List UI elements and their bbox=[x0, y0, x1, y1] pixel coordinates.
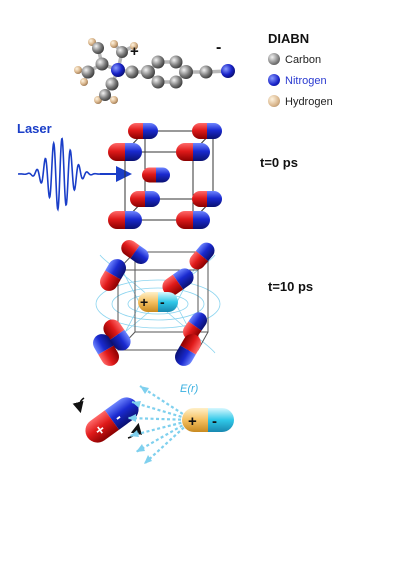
dipole-t0-7 bbox=[108, 211, 142, 229]
aligned-dipoles-t0 bbox=[108, 123, 222, 229]
probe-plus-sign: + bbox=[140, 294, 148, 310]
legend-label-hydrogen: Hydrogen bbox=[285, 96, 333, 108]
field-label: E(r) bbox=[180, 383, 199, 395]
dipole-t10-4 bbox=[103, 319, 131, 351]
probe-minus-sign-large: - bbox=[212, 413, 217, 430]
time-label-t0: t=0 ps bbox=[260, 155, 298, 170]
molecule-minus-sign: - bbox=[216, 39, 221, 56]
laser-label: Laser bbox=[17, 121, 52, 136]
dipole-t10-1 bbox=[189, 242, 215, 270]
diabn-molecule-model bbox=[74, 38, 235, 104]
dipole-t10-7 bbox=[175, 334, 201, 366]
dipole-t0-0 bbox=[128, 123, 158, 139]
probe-plus-sign-large: + bbox=[188, 413, 197, 430]
laser-pulse bbox=[17, 137, 132, 212]
dipole-t0-5 bbox=[130, 191, 160, 207]
field-arrowheads bbox=[128, 386, 152, 464]
dipole-t0-4 bbox=[142, 167, 170, 183]
molecule-title: DIABN bbox=[268, 31, 310, 46]
solvent-dipole: + - bbox=[85, 397, 139, 443]
dipole-t0-2 bbox=[108, 143, 142, 161]
molecule-plus-sign: + bbox=[130, 43, 139, 60]
field-arrows bbox=[127, 385, 193, 465]
probe-dipole: + - bbox=[182, 408, 234, 432]
dipole-t0-8 bbox=[176, 211, 210, 229]
dipole-t0-3 bbox=[176, 143, 210, 161]
dipole-t0-6 bbox=[192, 191, 222, 207]
probe-dipole-t10: + - bbox=[138, 292, 178, 312]
dipole-t10-6 bbox=[93, 334, 119, 366]
legend-label-nitrogen: Nitrogen bbox=[285, 75, 327, 87]
nitrogen-atom-icon bbox=[268, 74, 280, 86]
carbon-atom-icon bbox=[268, 53, 280, 65]
legend-label-carbon: Carbon bbox=[285, 54, 322, 66]
hydrogen-atom-icon bbox=[268, 95, 280, 107]
dipole-t10-3 bbox=[162, 268, 194, 296]
dipole-t10-0 bbox=[121, 240, 149, 265]
dipole-t0-1 bbox=[192, 123, 222, 139]
rotated-dipoles-t10 bbox=[93, 240, 215, 366]
probe-minus-sign: - bbox=[160, 294, 165, 310]
time-label-t10: t=10 ps bbox=[268, 279, 314, 294]
dipole-t10-5 bbox=[183, 312, 208, 340]
dipole-t10-2 bbox=[100, 259, 126, 291]
